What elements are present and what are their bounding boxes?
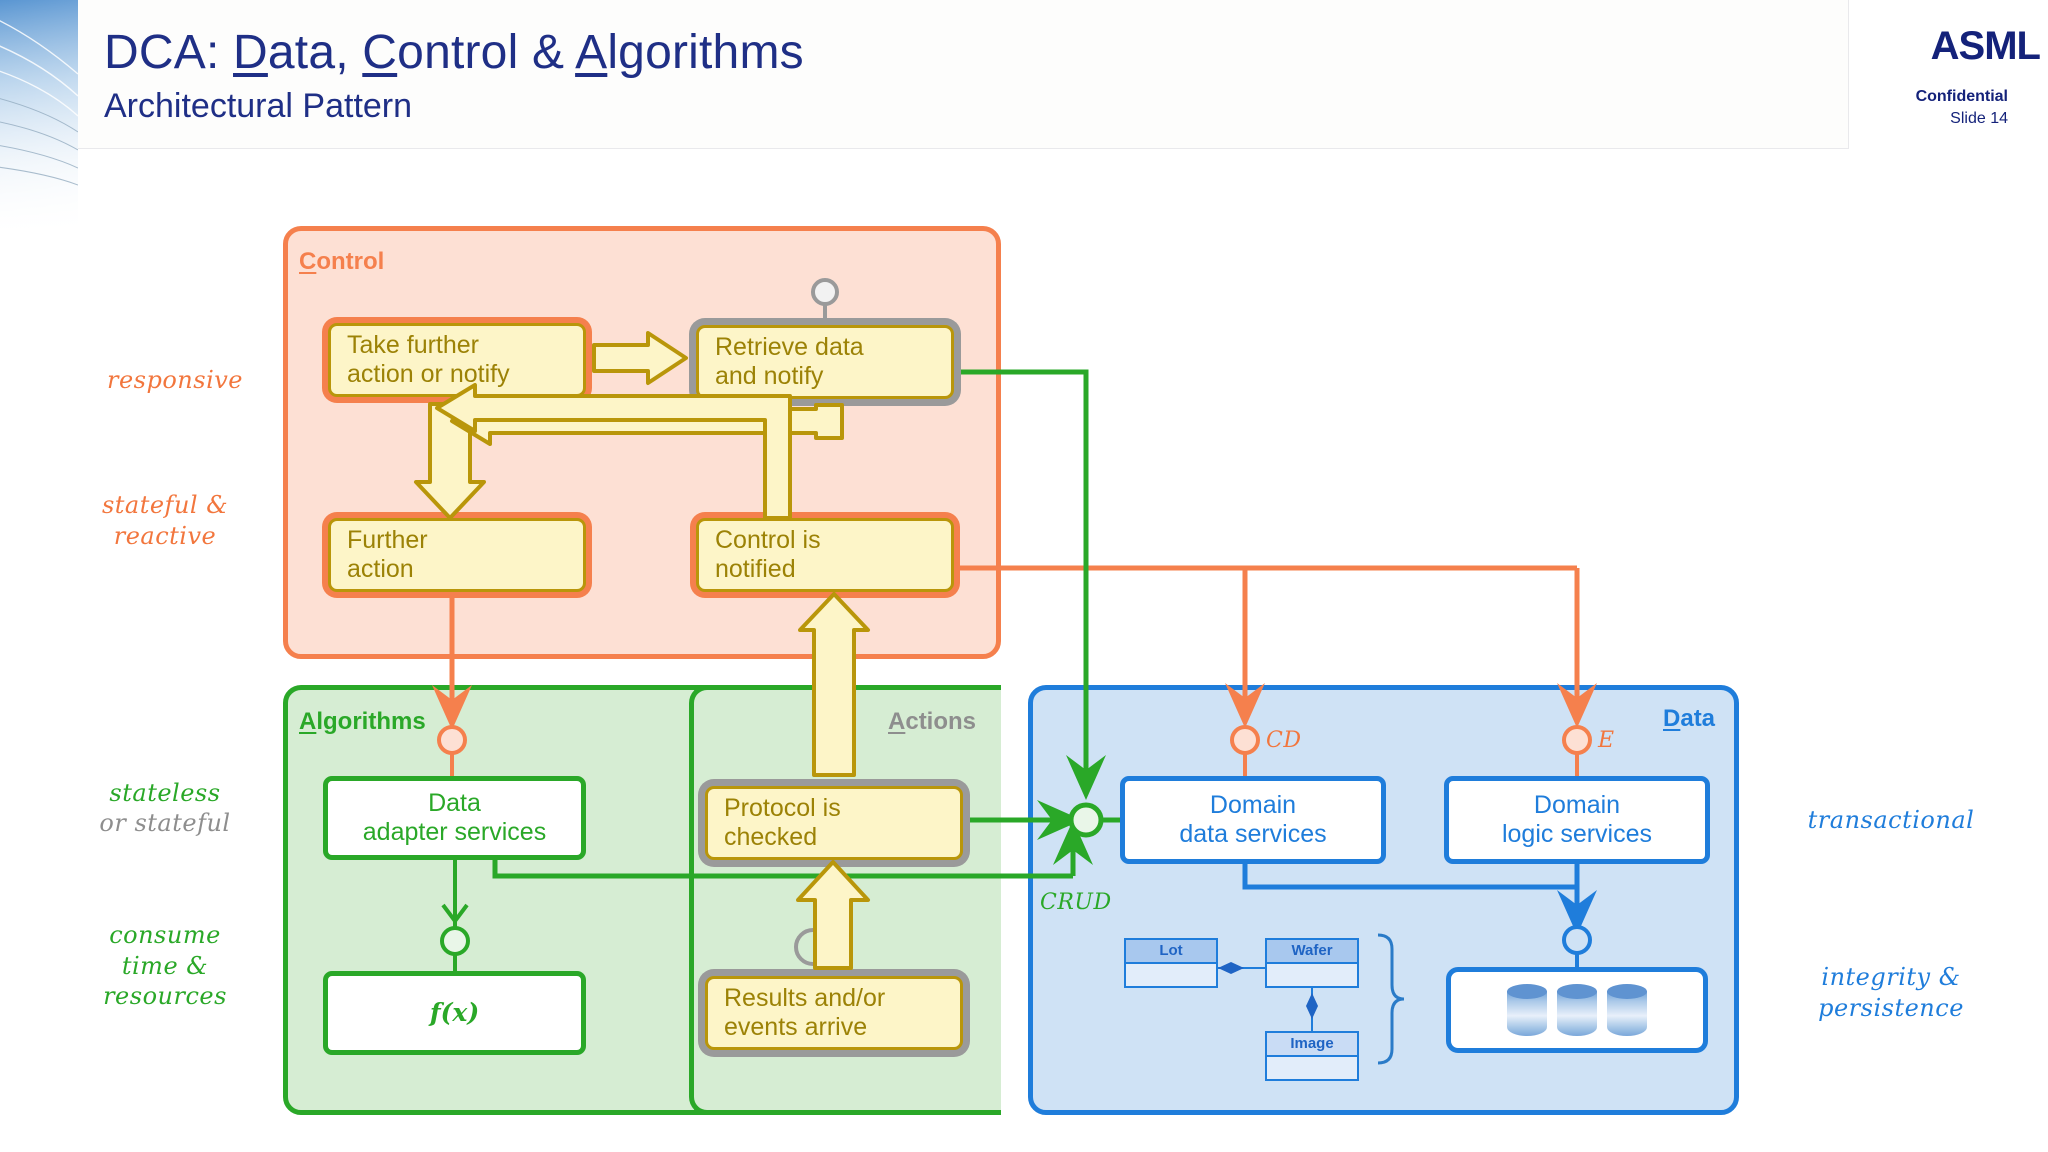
- uml-class-lot-name: Lot: [1126, 940, 1216, 964]
- node-retrieve-data[interactable]: Retrieve data and notify: [696, 325, 954, 399]
- region-label-algorithms: Algorithms: [299, 708, 426, 735]
- edge-label-crud: CRUD: [1040, 890, 1112, 915]
- node-domain-logic-services[interactable]: Domain logic services: [1444, 776, 1710, 864]
- region-label-control: Control: [299, 248, 385, 275]
- node-fx-label: f(x): [429, 998, 480, 1028]
- uml-class-image-name: Image: [1267, 1033, 1357, 1057]
- annotation-or-stateful: or stateful: [99, 809, 231, 837]
- node-protocol-is-checked-label: Protocol is checked: [724, 793, 841, 851]
- corner-decoration-graphic: [0, 0, 78, 232]
- annotation-integrity-persistence: integrity & persistence: [1818, 963, 1964, 1022]
- edge-label-cd: CD: [1266, 728, 1302, 753]
- slide-number-label: Slide 14: [1950, 110, 2008, 127]
- asml-logo: ASML: [1930, 24, 2041, 68]
- database-cylinder-icon: [1507, 984, 1547, 1036]
- database-cylinder-icon: [1557, 984, 1597, 1036]
- uml-class-image: Image: [1265, 1031, 1359, 1081]
- node-results-events-arrive-label: Results and/or events arrive: [724, 983, 886, 1041]
- region-label-actions: Actions: [888, 708, 977, 735]
- annotation-consume-time-resources: consume time & resources: [103, 921, 227, 1011]
- node-protocol-is-checked[interactable]: Protocol is checked: [705, 786, 963, 860]
- node-control-is-notified[interactable]: Control is notified: [696, 518, 954, 592]
- node-domain-data-services[interactable]: Domain data services: [1120, 776, 1386, 864]
- node-take-further-action[interactable]: Take further action or notify: [328, 323, 586, 397]
- uml-class-wafer-name: Wafer: [1267, 940, 1357, 964]
- node-retrieve-data-label: Retrieve data and notify: [715, 332, 864, 390]
- annotation-stateful-reactive: stateful & reactive: [101, 491, 229, 550]
- edge-label-e: E: [1598, 728, 1615, 753]
- region-control: [283, 226, 1001, 659]
- uml-class-lot: Lot: [1124, 938, 1218, 988]
- database-store-box: [1446, 967, 1708, 1053]
- annotation-transactional: transactional: [1807, 806, 1975, 834]
- node-results-events-arrive[interactable]: Results and/or events arrive: [705, 976, 963, 1050]
- node-data-adapter-services-label: Data adapter services: [362, 788, 547, 846]
- region-label-data: Data: [1663, 705, 1716, 732]
- confidential-label: Confidential: [1915, 88, 2008, 105]
- node-domain-data-services-label: Domain data services: [1179, 790, 1327, 848]
- uml-class-wafer-body: [1267, 964, 1357, 986]
- uml-class-lot-body: [1126, 964, 1216, 986]
- node-take-further-action-label: Take further action or notify: [347, 330, 510, 388]
- header-backdrop: [78, 0, 1849, 149]
- uml-class-wafer: Wafer: [1265, 938, 1359, 988]
- corner-swoosh-lines: [0, 20, 78, 186]
- database-cylinder-icon: [1607, 984, 1647, 1036]
- annotation-responsive: responsive: [106, 366, 243, 394]
- page-subtitle: Architectural Pattern: [104, 87, 413, 125]
- node-fx[interactable]: f(x): [323, 971, 586, 1055]
- node-domain-logic-services-label: Domain logic services: [1501, 790, 1653, 848]
- page-title: DCA: Data, Control & Algorithms: [104, 26, 804, 79]
- node-control-is-notified-label: Control is notified: [715, 525, 821, 583]
- node-further-action-label: Further action: [347, 525, 428, 583]
- node-data-adapter-services[interactable]: Data adapter services: [323, 776, 586, 860]
- region-actions: [689, 685, 1001, 1115]
- node-further-action[interactable]: Further action: [328, 518, 586, 592]
- annotation-stateless: stateless: [109, 779, 221, 807]
- uml-class-image-body: [1267, 1057, 1357, 1079]
